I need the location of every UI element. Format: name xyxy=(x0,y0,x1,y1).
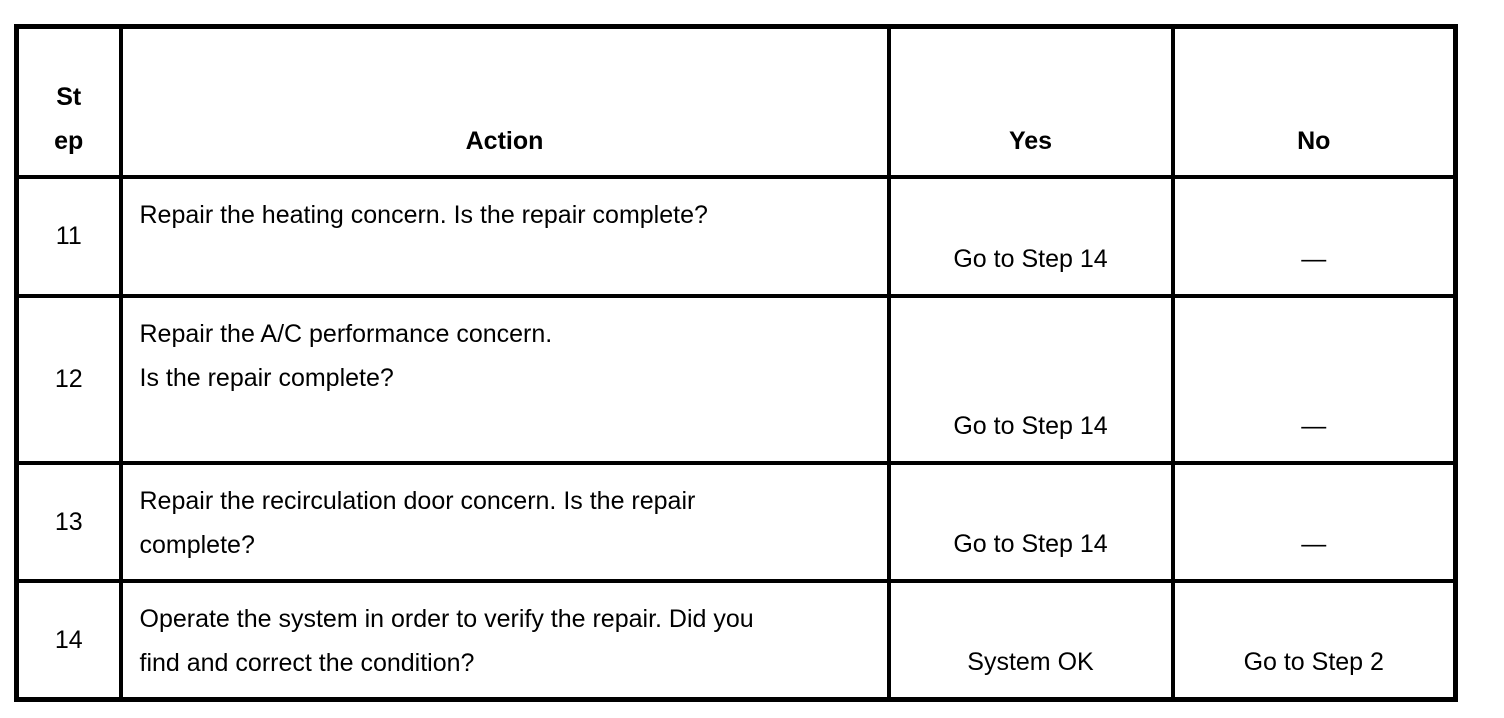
table-row-step-13: 13 Repair the recirculation door concern… xyxy=(14,460,1458,583)
table-row-step-14: 14 Operate the system in order to verify… xyxy=(14,578,1458,702)
step-cell: 13 xyxy=(14,460,123,583)
no-column-header: No xyxy=(1170,24,1458,179)
table-row-step-11: 11 Repair the heating concern. Is the re… xyxy=(14,174,1458,298)
yes-cell: Go to Step 14 xyxy=(886,174,1175,298)
yes-column-header: Yes xyxy=(886,24,1175,179)
action-line: Repair the heating concern. Is the repai… xyxy=(139,200,708,229)
action-column-header: Action xyxy=(118,24,891,179)
action-cell: Repair the A/C performance concern. Is t… xyxy=(118,293,891,465)
action-line: Repair the recirculation door concern. I… xyxy=(139,486,696,515)
step-column-header: St ep xyxy=(14,24,123,179)
diagnostic-table: St ep Action Yes No 11 Repair the heatin… xyxy=(14,24,1458,702)
step-header-line-1: St xyxy=(56,82,82,111)
yes-cell: Go to Step 14 xyxy=(886,293,1175,465)
step-cell: 12 xyxy=(14,293,123,465)
yes-cell: System OK xyxy=(886,578,1175,702)
no-cell: Go to Step 2 xyxy=(1170,578,1458,702)
step-header-line-2: ep xyxy=(54,126,84,155)
yes-cell: Go to Step 14 xyxy=(886,460,1175,583)
action-line: Is the repair complete? xyxy=(139,363,394,392)
action-line: Operate the system in order to verify th… xyxy=(139,604,754,633)
action-cell: Repair the heating concern. Is the repai… xyxy=(118,174,891,298)
action-cell: Operate the system in order to verify th… xyxy=(118,578,891,702)
action-line: complete? xyxy=(139,530,255,559)
table-row-step-12: 12 Repair the A/C performance concern. I… xyxy=(14,293,1458,465)
action-cell: Repair the recirculation door concern. I… xyxy=(118,460,891,583)
no-cell: — xyxy=(1170,460,1458,583)
step-cell: 11 xyxy=(14,174,123,298)
action-line: Repair the A/C performance concern. xyxy=(139,319,553,348)
header-row: St ep Action Yes No xyxy=(14,24,1458,179)
no-cell: — xyxy=(1170,293,1458,465)
step-cell: 14 xyxy=(14,578,123,702)
no-cell: — xyxy=(1170,174,1458,298)
action-line: find and correct the condition? xyxy=(139,648,475,677)
